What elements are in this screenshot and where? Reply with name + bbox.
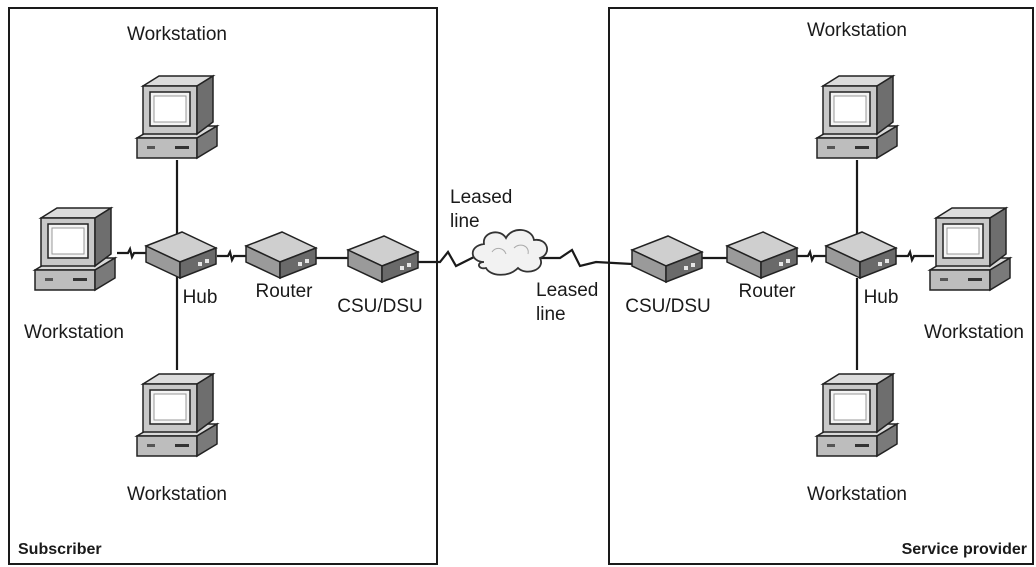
csu-dsu-icon — [347, 235, 419, 283]
provider-router-label: Router — [738, 281, 796, 302]
subscriber-hub-label: Hub — [183, 287, 218, 308]
workstation-icon — [816, 373, 898, 457]
csu-dsu-icon — [631, 235, 703, 283]
leased-line-links — [414, 248, 633, 268]
workstation-icon — [34, 207, 116, 291]
subscriber-router-label: Router — [255, 281, 313, 302]
subscriber-wires — [117, 160, 350, 370]
subscriber-csu-dsu-label: CSU/DSU — [337, 296, 423, 317]
workstation-icon — [816, 75, 898, 159]
provider-top-workstation-label: Workstation — [807, 20, 907, 41]
wan-cloud — [471, 229, 548, 276]
provider-csu-dsu-label: CSU/DSU — [625, 296, 711, 317]
hub-icon — [825, 231, 897, 279]
router-icon — [726, 231, 798, 279]
leased-line-label-left-1: Leased — [450, 187, 512, 208]
workstation-icon — [136, 75, 218, 159]
provider-caption: Service provider — [902, 541, 1027, 558]
subscriber-top-workstation-label: Workstation — [127, 24, 227, 45]
provider-wires — [700, 160, 934, 370]
provider-frame — [608, 7, 1034, 565]
subscriber-bottom-workstation-label: Workstation — [127, 484, 227, 505]
provider-bottom-workstation-label: Workstation — [807, 484, 907, 505]
hub-icon — [145, 231, 217, 279]
workstation-icon — [136, 373, 218, 457]
leased-line-label-right-1: Leased — [536, 280, 598, 301]
provider-hub-label: Hub — [864, 287, 899, 308]
leased-line-label-left-2: line — [450, 211, 480, 232]
subscriber-left-workstation-label: Workstation — [24, 322, 124, 343]
subscriber-frame — [8, 7, 438, 565]
workstation-icon — [929, 207, 1011, 291]
provider-right-workstation-label: Workstation — [924, 322, 1024, 343]
leased-line-label-right-2: line — [536, 304, 566, 325]
subscriber-caption: Subscriber — [18, 541, 102, 558]
router-icon — [245, 231, 317, 279]
